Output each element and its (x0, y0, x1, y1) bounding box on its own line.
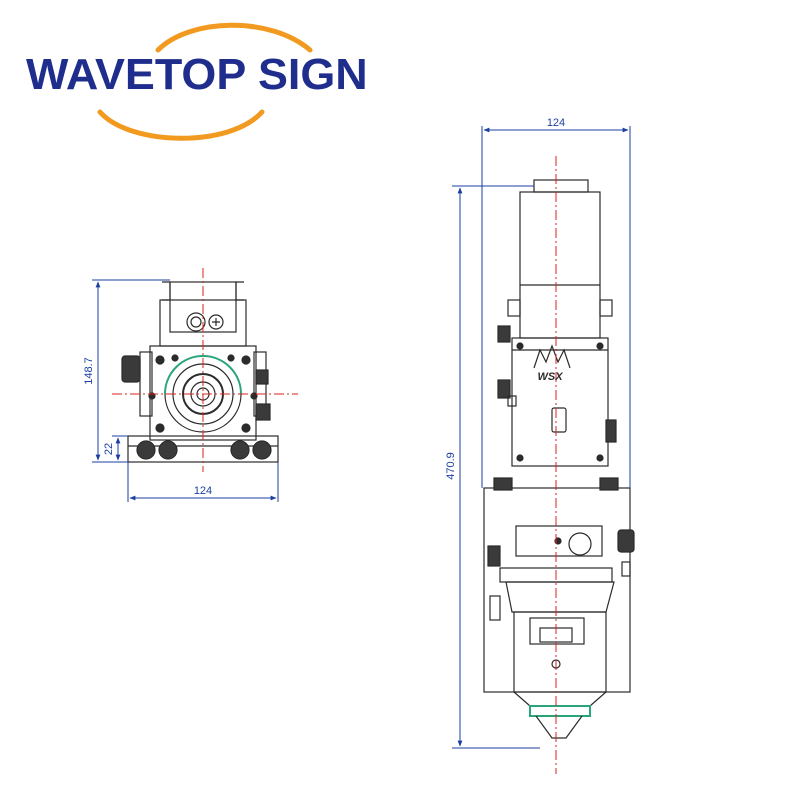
brand-logo-text: WAVETOP SIGN (26, 50, 368, 99)
front-dimensions (92, 279, 279, 502)
side-height-dimension: 470.9 (445, 452, 457, 480)
side-view (483, 179, 635, 739)
side-dimensions (452, 126, 631, 749)
front-width-dimension: 124 (194, 485, 212, 497)
wsx-engraving: WSX (537, 371, 563, 383)
side-width-dimension: 124 (547, 117, 565, 129)
front-view (121, 281, 279, 463)
front-height-dimension: 148.7 (83, 357, 95, 385)
front-base-dimension: 22 (103, 443, 115, 455)
front-centerlines (112, 268, 298, 472)
